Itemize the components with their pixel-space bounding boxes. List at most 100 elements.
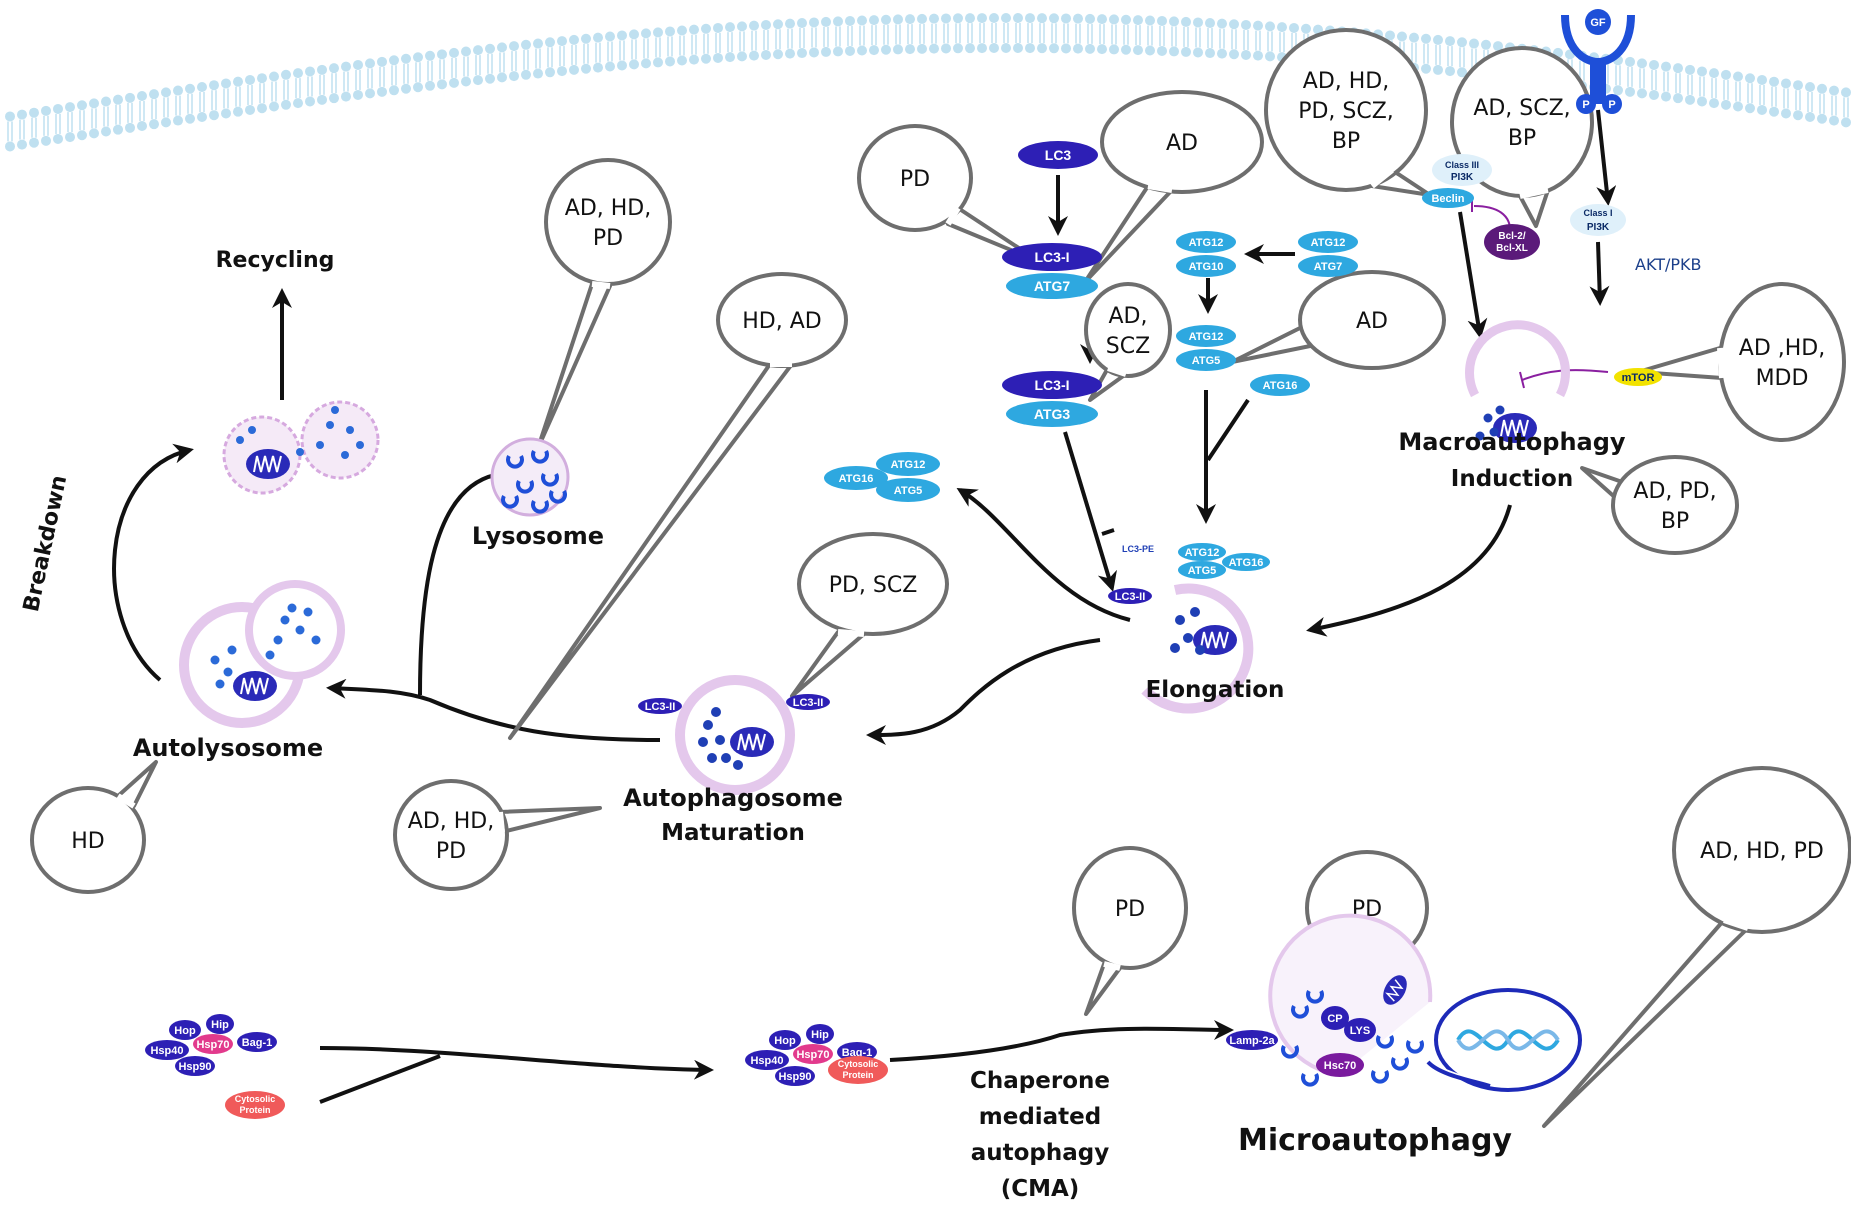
svg-text:Protein: Protein <box>239 1105 270 1115</box>
atg16-join-line <box>1206 398 1250 462</box>
protein-lc3-ii: LC3-II <box>786 694 830 710</box>
receptor-icon: GF P P <box>1561 9 1635 114</box>
autolysosome-label: Autolysosome <box>133 734 323 762</box>
svg-text:ATG12: ATG12 <box>1185 547 1220 559</box>
svg-text:Hsp70: Hsp70 <box>196 1039 229 1051</box>
lysosome-label: Lysosome <box>472 522 604 550</box>
svg-text:Bcl-2/: Bcl-2/ <box>1498 231 1525 242</box>
callout-text: SCZ <box>1106 334 1150 359</box>
callout-maturation: AD, HD,PD <box>393 779 602 891</box>
callout-text: HD <box>71 829 104 854</box>
lc3-arrow-3 <box>1063 431 1117 592</box>
gf-arrow <box>1596 109 1617 206</box>
callout-text: AD, HD, <box>1303 69 1389 94</box>
callout-text: PD, SCZ, <box>1298 99 1394 124</box>
callout-hd-ad: HD, AD <box>508 272 848 740</box>
svg-text:Beclin: Beclin <box>1431 193 1464 205</box>
svg-text:LC3-II: LC3-II <box>645 701 676 713</box>
protein-atg7: ATG7 <box>1298 255 1358 277</box>
maturation-label: Maturation <box>661 820 805 846</box>
breakdown-arrow <box>112 443 194 682</box>
svg-text:LC3-I: LC3-I <box>1035 249 1070 265</box>
dna-icon <box>1456 1029 1560 1051</box>
protein-atg10: ATG10 <box>1176 255 1236 277</box>
callout-text: AD, HD, <box>565 196 651 221</box>
svg-text:PI3K: PI3K <box>1451 172 1474 183</box>
protein-lc3: LC3 <box>1018 141 1098 169</box>
protein-lc3-ii: LC3-II <box>638 698 682 714</box>
elongation-phagophore <box>1141 583 1254 714</box>
pathway-arrows <box>112 109 1617 1104</box>
elongation-label: Elongation <box>1146 677 1285 703</box>
macroautophagy-label: Macroautophagy <box>1398 428 1626 456</box>
svg-text:Hip: Hip <box>811 1029 829 1041</box>
protein-lc3-pe: LC3-PE <box>1122 544 1154 554</box>
svg-text:ATG12: ATG12 <box>1189 237 1224 249</box>
callout-text: AD, HD, PD <box>1700 839 1824 864</box>
svg-text:mTOR: mTOR <box>1622 372 1655 384</box>
callout-text: PD <box>900 167 930 192</box>
lysosome-fusion-line <box>418 473 496 696</box>
breakdown-label: Breakdown <box>19 473 72 614</box>
protein-mtor: mTOR <box>1614 368 1662 386</box>
induction-phagophore <box>1465 320 1570 444</box>
callout-pd-scz: PD, SCZ <box>790 532 949 698</box>
svg-text:LC3: LC3 <box>1045 147 1072 163</box>
svg-text:LYS: LYS <box>1350 1025 1370 1037</box>
cma-arrow-1 <box>319 1046 714 1080</box>
proteins: LC3LC3-IATG7LC3-IATG3ATG12ATG10ATG12ATG7… <box>145 141 1662 1119</box>
svg-text:Cytosolic: Cytosolic <box>838 1059 879 1069</box>
callout-pd-lc3: PD <box>857 124 1042 264</box>
induction-label: Induction <box>1451 466 1573 492</box>
svg-text:ATG12: ATG12 <box>1189 331 1224 343</box>
autolysosome-vesicle <box>179 580 345 728</box>
svg-text:Cytosolic: Cytosolic <box>235 1094 276 1104</box>
elongation-to-autophagosome-arrow <box>866 638 1101 745</box>
cma-line-4: (CMA) <box>1001 1176 1080 1202</box>
svg-text:Lamp-2a: Lamp-2a <box>1229 1035 1275 1047</box>
svg-text:Hsp40: Hsp40 <box>150 1045 183 1057</box>
svg-text:Bag-1: Bag-1 <box>842 1047 873 1059</box>
callout-text: AD, PD, <box>1633 479 1716 504</box>
svg-text:Hop: Hop <box>774 1035 796 1047</box>
protein-atg12: ATG12 <box>1176 325 1236 347</box>
svg-text:Bcl-XL: Bcl-XL <box>1496 243 1528 254</box>
svg-text:Hsp90: Hsp90 <box>778 1071 811 1083</box>
protein-atg16: ATG16 <box>1250 374 1310 396</box>
protein-atg5: ATG5 <box>1178 561 1226 579</box>
svg-text:ATG7: ATG7 <box>1034 278 1071 294</box>
callout-induction: AD, PD, BP <box>1580 455 1739 555</box>
maturation-to-autolysosome-arrow <box>326 678 661 742</box>
callout-ad-atg5: AD <box>1230 270 1446 370</box>
mitochondrion-icon <box>1383 975 1407 1005</box>
recycling-label: Recycling <box>216 248 335 273</box>
phospho-p1: P <box>1582 99 1589 111</box>
protein-lc3-ii: LC3-II <box>1108 588 1152 604</box>
callout-text: AD, <box>1109 304 1148 329</box>
callout-text: BP <box>1661 509 1689 534</box>
protein-atg12: ATG12 <box>1298 231 1358 253</box>
callout-text: MDD <box>1756 366 1809 391</box>
protein-lc3-i: LC3-I <box>1002 243 1102 271</box>
phospho-p2: P <box>1608 99 1615 111</box>
callout-text: PD <box>593 226 623 251</box>
mitochondrion-icon <box>245 448 291 480</box>
protein-atg5: ATG5 <box>876 478 940 502</box>
callout-text: BP <box>1332 129 1360 154</box>
callout-micro-all: AD, HD, PD <box>1542 766 1851 1128</box>
svg-text:ATG5: ATG5 <box>1192 355 1221 367</box>
protein-atg16: ATG16 <box>824 466 888 490</box>
microautophagy-label: Microautophagy <box>1238 1123 1512 1158</box>
protein-atg12: ATG12 <box>1176 231 1236 253</box>
svg-text:LC3-I: LC3-I <box>1035 377 1070 393</box>
svg-text:Hop: Hop <box>174 1025 196 1037</box>
class1-arrow <box>1589 241 1610 306</box>
callout-text: PD <box>436 839 466 864</box>
svg-text:ATG7: ATG7 <box>1314 261 1343 273</box>
